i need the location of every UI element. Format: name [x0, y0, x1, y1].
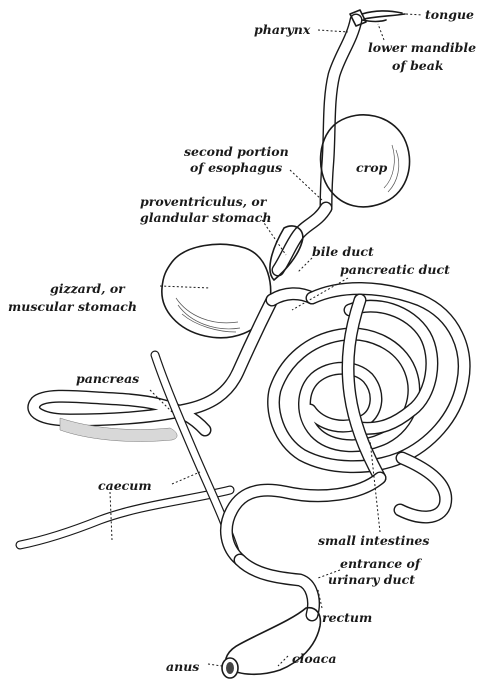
label-crop: crop	[356, 160, 388, 175]
label-proventriculus-1: proventriculus, or	[140, 194, 268, 209]
label-lower-mandible-1: lower mandible	[368, 40, 476, 55]
label-pancreas: pancreas	[76, 371, 139, 386]
label-pancreatic-duct: pancreatic duct	[340, 262, 450, 277]
label-entrance-2: urinary duct	[328, 572, 415, 587]
label-second-portion-1: second portion	[184, 144, 289, 159]
label-caecum: caecum	[98, 478, 152, 493]
label-entrance-1: entrance of	[340, 556, 423, 571]
label-lower-mandible-2: of beak	[392, 58, 444, 73]
label-small-intestines: small intestines	[318, 533, 429, 548]
label-gizzard-2: muscular stomach	[8, 299, 137, 314]
label-rectum: rectum	[322, 610, 372, 625]
label-proventriculus-2: glandular stomach	[140, 210, 271, 225]
label-bile-duct: bile duct	[312, 244, 374, 259]
label-gizzard-1: gizzard, or	[50, 281, 126, 296]
esophagus	[278, 20, 356, 270]
label-cloaca: cloaca	[292, 651, 337, 666]
label-second-portion-2: of esophagus	[190, 160, 282, 175]
label-anus: anus	[166, 659, 199, 674]
label-pharynx: pharynx	[254, 22, 311, 37]
label-tongue: tongue	[425, 7, 474, 22]
